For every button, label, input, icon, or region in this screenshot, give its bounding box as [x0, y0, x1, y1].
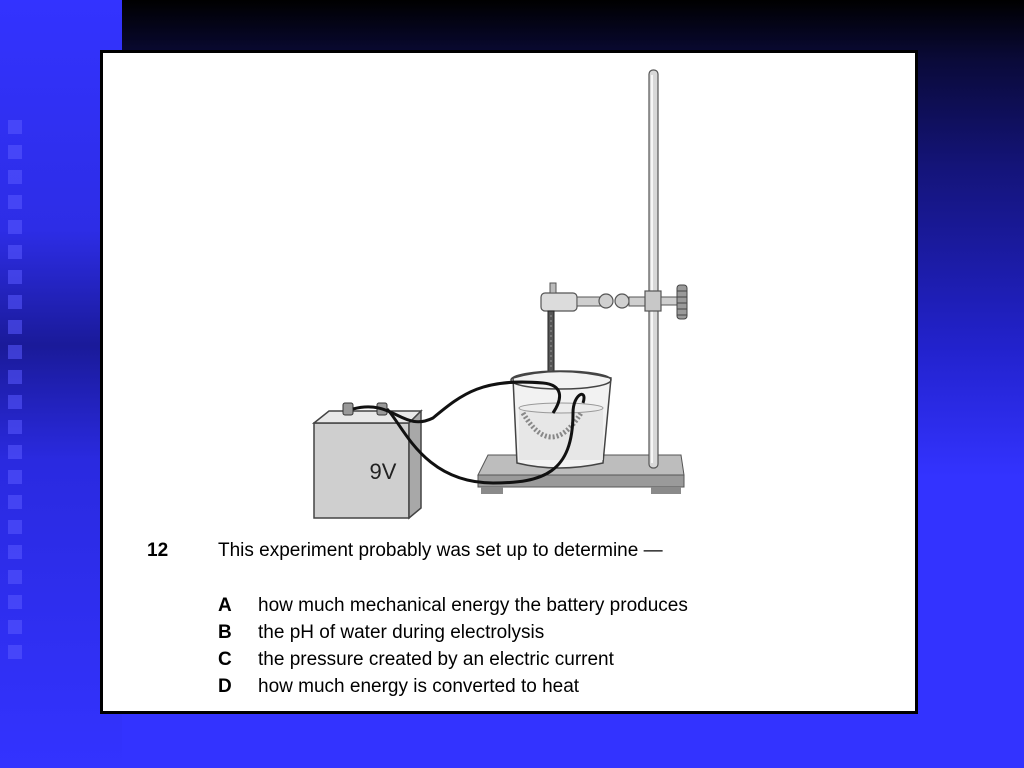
question-card: 9V 12 This experiment probably was set u…: [100, 50, 918, 714]
question-text: This experiment probably was set up to d…: [218, 540, 663, 561]
question-number: 12: [147, 540, 169, 561]
square: [8, 495, 22, 509]
option-text: the pressure created by an electric curr…: [258, 649, 614, 670]
battery-label: 9V: [370, 459, 397, 484]
option-letter: B: [218, 622, 232, 643]
beaker: [510, 370, 612, 469]
experiment-illustration: 9V: [311, 69, 688, 520]
square: [8, 595, 22, 609]
square: [8, 345, 22, 359]
square: [8, 245, 22, 259]
square: [8, 320, 22, 334]
decorative-squares: [8, 120, 30, 670]
option-text: how much energy is converted to heat: [258, 676, 580, 697]
square: [8, 420, 22, 434]
square: [8, 445, 22, 459]
square: [8, 395, 22, 409]
square: [8, 195, 22, 209]
square: [8, 270, 22, 284]
square: [8, 620, 22, 634]
option-letter: C: [218, 649, 232, 670]
square: [8, 645, 22, 659]
square: [8, 120, 22, 134]
square: [8, 520, 22, 534]
square: [8, 570, 22, 584]
ring-stand-rod: [648, 69, 659, 469]
wires: [352, 380, 586, 485]
clamp: [540, 282, 688, 320]
option-text: how much mechanical energy the battery p…: [258, 595, 688, 616]
square: [8, 170, 22, 184]
square: [8, 470, 22, 484]
option-letter: A: [218, 595, 232, 616]
option-text: the pH of water during electrolysis: [258, 622, 545, 643]
square: [8, 370, 22, 384]
square: [8, 545, 22, 559]
square: [8, 220, 22, 234]
option-letter: D: [218, 676, 232, 697]
square: [8, 295, 22, 309]
square: [8, 145, 22, 159]
